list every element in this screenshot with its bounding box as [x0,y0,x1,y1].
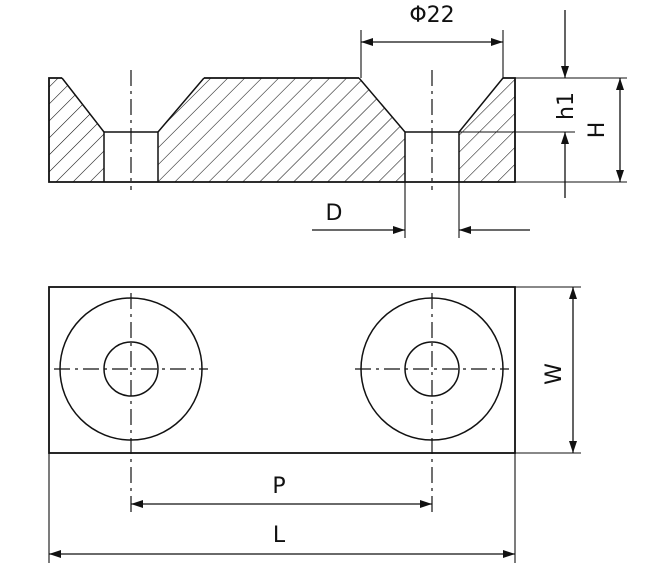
hatch-region-left [49,78,104,182]
section-outline [48,77,516,183]
L-label: L [273,523,286,548]
hatch-region-center [158,78,405,182]
hatch-region-right [459,78,515,182]
section-view [48,10,627,238]
plan-view [48,286,581,563]
P-label: P [272,474,285,499]
plate-outline [48,286,516,454]
D-label: D [326,201,343,226]
H-label: H [585,122,610,139]
h1-label: h1 [554,92,579,120]
phi-label: Φ22 [409,3,454,28]
W-label: W [542,363,567,385]
